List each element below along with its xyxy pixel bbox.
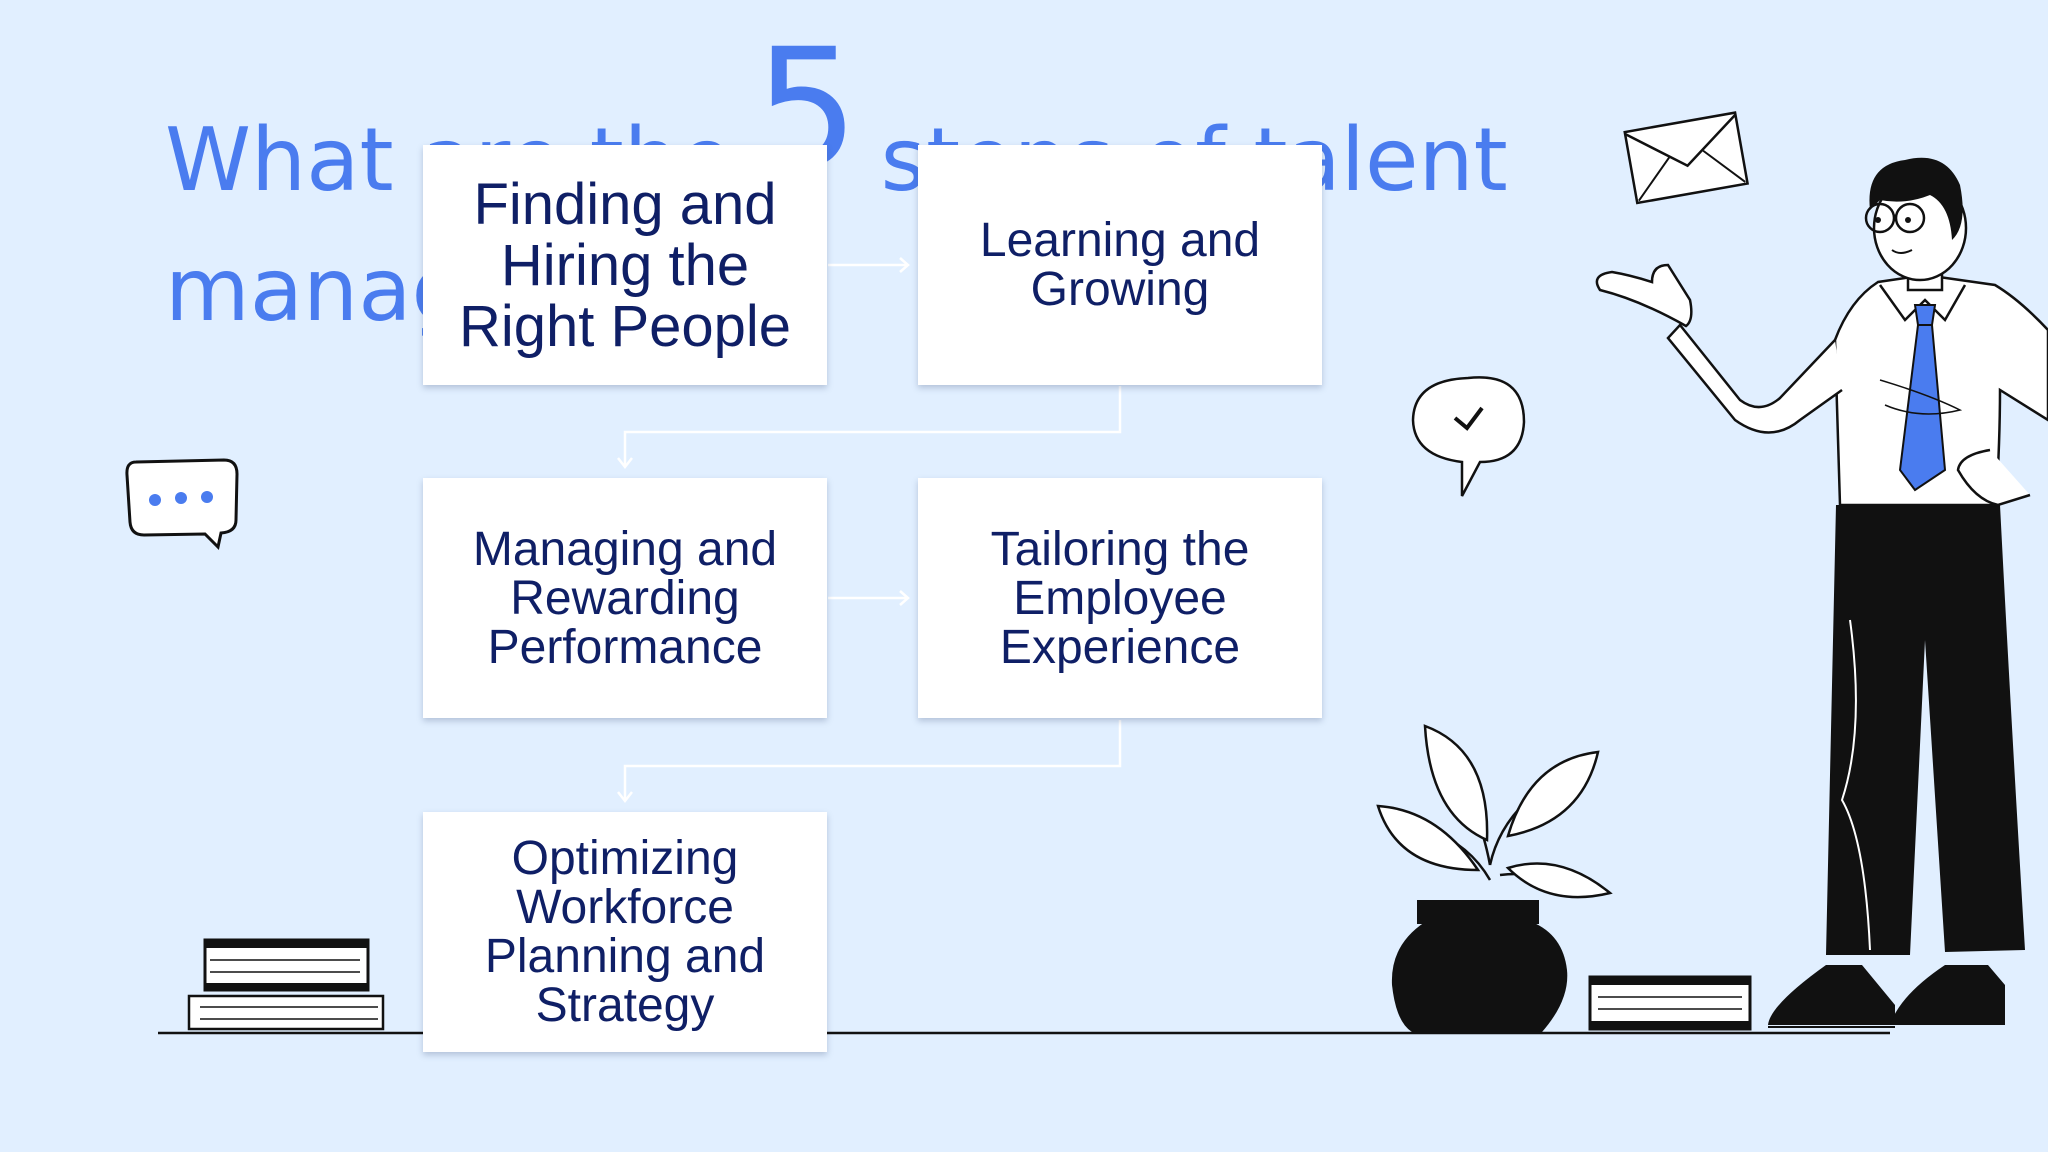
step-box-2: Learning and Growing [918, 145, 1322, 385]
plant-pot [1376, 724, 1613, 1032]
step-box-5: Optimizing Workforce Planning and Strate… [423, 812, 827, 1052]
connector-4-5 [623, 720, 1122, 800]
step-label-1: Finding and Hiring the Right People [458, 171, 792, 359]
step-box-4: Tailoring the Employee Experience [918, 478, 1322, 718]
books-pair [1588, 975, 1752, 1031]
books-stack [187, 938, 385, 1031]
step-label-5: Optimizing Workforce Planning and Strate… [484, 832, 766, 1032]
businessman-illustration [1595, 157, 2048, 1028]
step-box-3: Managing and Rewarding Performance [423, 478, 827, 718]
envelope-icon [1623, 111, 1750, 205]
connector-2-3 [623, 386, 1122, 466]
chat-bubble-dots-icon [125, 458, 239, 551]
step-label-2: Learning and Growing [979, 214, 1261, 316]
step-label-3: Managing and Rewarding Performance [472, 522, 778, 674]
check-speech-bubble-icon [1411, 376, 1526, 497]
step-box-1: Finding and Hiring the Right People [423, 145, 827, 385]
step-label-4: Tailoring the Employee Experience [990, 522, 1250, 674]
